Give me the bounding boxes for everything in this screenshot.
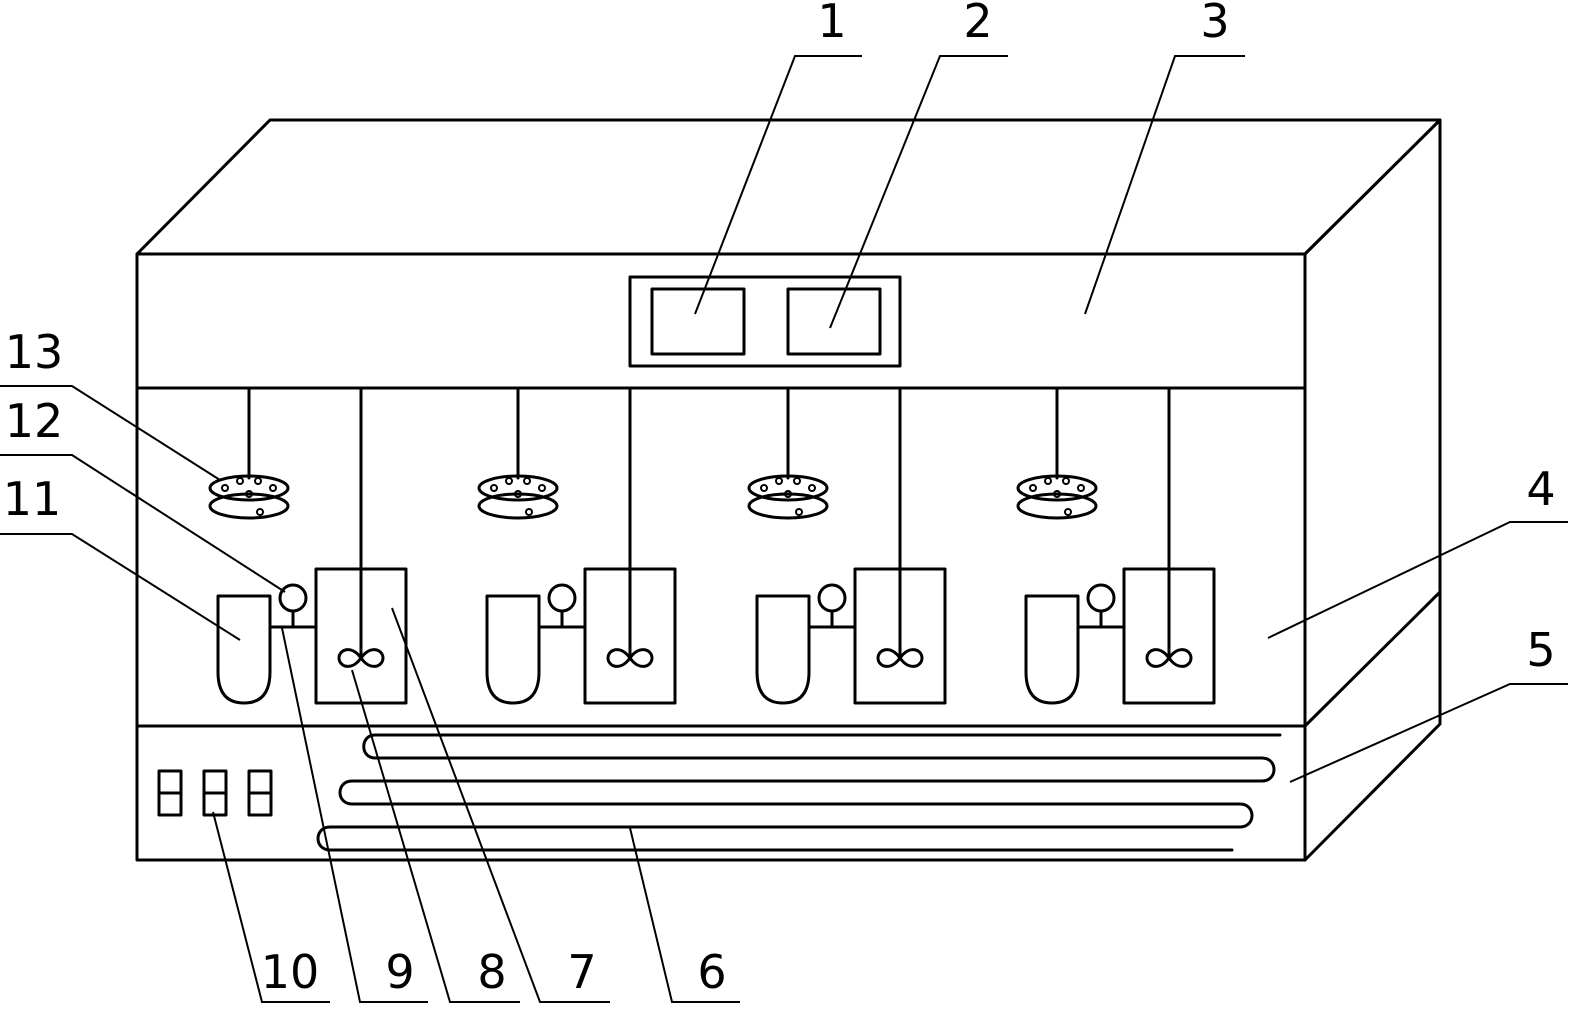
leader-11 <box>0 533 241 641</box>
display-digit-2-text: 8 <box>215 805 216 807</box>
control-panel <box>628 275 902 368</box>
leader-lines <box>0 55 1568 1003</box>
label-12: 12 <box>5 394 64 448</box>
cabinet-top-face <box>135 118 1442 256</box>
beaker <box>485 594 541 705</box>
label-1: 1 <box>817 0 846 48</box>
leader-12 <box>0 454 286 593</box>
station-1 <box>208 386 408 705</box>
display-digit-1-text: 8 <box>170 805 171 807</box>
leader-9 <box>281 627 428 1003</box>
station-3 <box>747 386 947 705</box>
screen-1 <box>650 287 746 356</box>
label-7: 7 <box>567 945 596 999</box>
label-13: 13 <box>5 325 64 379</box>
display-digit-2: 8 <box>202 769 228 817</box>
label-4: 4 <box>1526 462 1555 516</box>
leader-7 <box>391 607 610 1003</box>
valve <box>817 583 847 613</box>
reference-numerals: 1 2 3 4 5 6 7 8 9 10 11 12 13 <box>3 0 1556 999</box>
valve <box>1086 583 1116 613</box>
ring-lamp <box>208 474 290 520</box>
impeller <box>1145 648 1193 668</box>
leader-1 <box>694 55 862 315</box>
ring-lamp <box>477 474 559 520</box>
leader-6 <box>629 827 740 1003</box>
display-digit-3-text: 8 <box>260 805 261 807</box>
beaker <box>1024 594 1080 705</box>
digital-display: 8 8 8 <box>157 769 273 817</box>
beaker <box>216 594 272 705</box>
beaker <box>755 594 811 705</box>
label-8: 8 <box>477 945 506 999</box>
impeller <box>337 648 385 668</box>
label-11: 11 <box>3 472 62 526</box>
station-2 <box>477 386 677 705</box>
cabinet <box>135 118 1442 862</box>
leader-8 <box>351 669 520 1003</box>
impeller <box>876 648 924 668</box>
leader-2 <box>829 55 1008 329</box>
leader-10 <box>212 811 330 1003</box>
valve <box>547 583 577 613</box>
leader-3 <box>1084 55 1245 315</box>
label-6: 6 <box>697 945 726 999</box>
impeller <box>606 648 654 668</box>
ring-lamp <box>1016 474 1098 520</box>
heating-tube <box>316 733 1282 852</box>
control-panel-frame <box>628 275 902 368</box>
label-3: 3 <box>1200 0 1229 48</box>
right-face-divider <box>1303 590 1442 728</box>
ring-lamp <box>747 474 829 520</box>
leader-4 <box>1267 521 1568 639</box>
screen-2 <box>786 287 882 356</box>
leader-13 <box>0 385 221 481</box>
cabinet-front-face <box>135 252 1307 862</box>
display-digit-3: 8 <box>247 769 273 817</box>
station-4 <box>1016 386 1216 705</box>
label-10: 10 <box>261 945 320 999</box>
label-9: 9 <box>385 945 414 999</box>
display-digit-1: 8 <box>157 769 183 817</box>
leader-5 <box>1289 683 1568 783</box>
label-2: 2 <box>963 0 992 48</box>
cabinet-right-face <box>1303 118 1442 862</box>
label-5: 5 <box>1526 623 1555 677</box>
valve <box>278 583 308 613</box>
